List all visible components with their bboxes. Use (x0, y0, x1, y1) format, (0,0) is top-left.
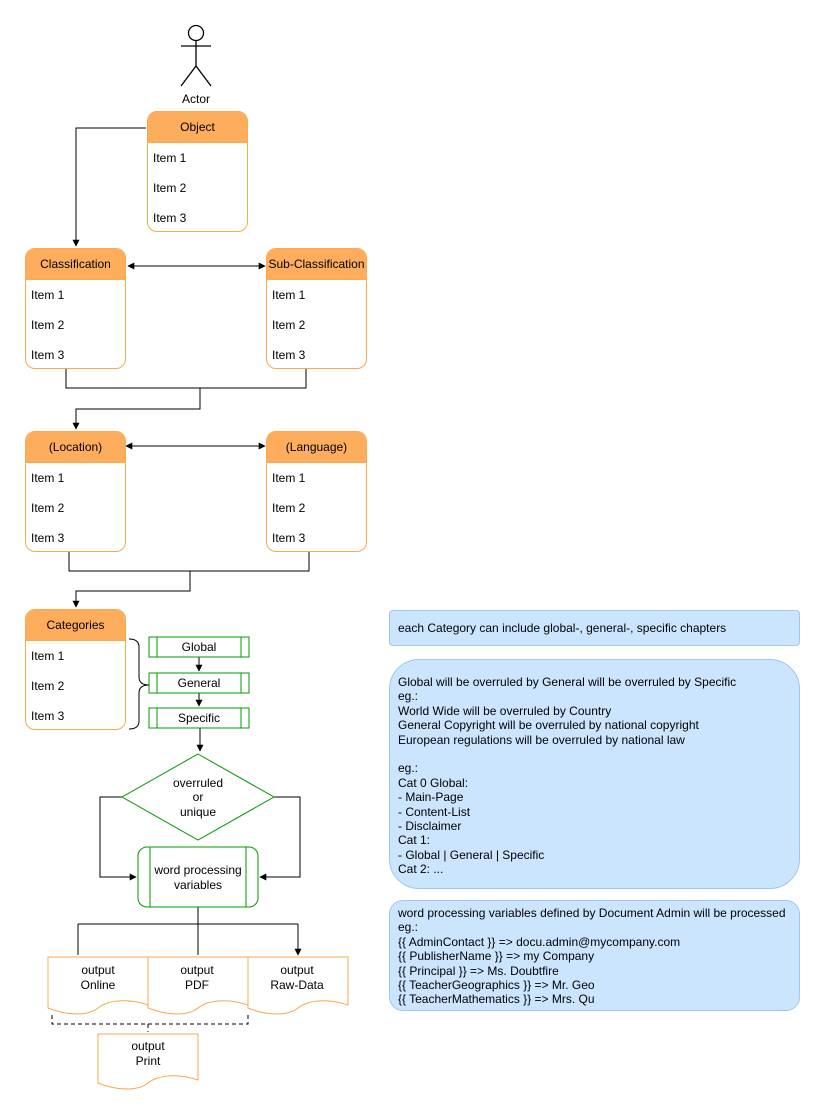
actor-figure (180, 24, 212, 87)
connector-classification-merge (65, 369, 307, 389)
svg-text:unique: unique (180, 805, 216, 819)
note-category-chapters: each Category can include global-, gener… (389, 610, 800, 646)
connector-object-classification (72, 127, 146, 247)
svg-text:Online: Online (81, 978, 116, 992)
connector-outputs-print (51, 1015, 249, 1032)
connector-decision-right (259, 796, 301, 881)
entity-language-item-3: Item 3 (272, 531, 306, 545)
svg-text:variables: variables (174, 878, 222, 892)
entity-categories-item-2: Item 2 (31, 679, 65, 693)
output-raw-data: output Raw-Data (247, 956, 349, 1015)
decision-overruled-unique: overruled or unique (120, 753, 276, 841)
process-specific: Specific (148, 707, 250, 729)
svg-text:overruled: overruled (173, 776, 223, 790)
svg-text:PDF: PDF (185, 978, 209, 992)
entity-language-item-2: Item 2 (272, 501, 306, 515)
svg-text:or: or (193, 790, 204, 804)
entity-language-item-1: Item 1 (272, 471, 306, 485)
entity-location-item-3: Item 3 (31, 531, 65, 545)
process-word-processing-variables: word processing variables (137, 846, 259, 908)
connector-merge-location (72, 388, 201, 430)
svg-text:output: output (81, 963, 115, 977)
entity-classification-item-3: Item 3 (31, 348, 65, 362)
entity-sub-classification-item-3: Item 3 (272, 348, 306, 362)
connector-merge-categories (72, 571, 191, 608)
entity-categories-item-3: Item 3 (31, 709, 65, 723)
entity-classification-item-2: Item 2 (31, 318, 65, 332)
entity-object: Object Item 1 Item 2 Item 3 (147, 111, 248, 232)
entity-language-title: (Language) (267, 432, 366, 463)
entity-location-item-1: Item 1 (31, 471, 65, 485)
svg-text:word processing: word processing (153, 863, 241, 877)
svg-text:output: output (131, 1039, 165, 1053)
entity-sub-classification-item-1: Item 1 (272, 288, 306, 302)
svg-text:Global: Global (182, 640, 217, 654)
svg-text:Specific: Specific (178, 711, 220, 725)
entity-object-item-2: Item 2 (153, 181, 187, 195)
svg-text:output: output (280, 963, 314, 977)
process-global: Global (148, 636, 250, 658)
output-pdf: output PDF (147, 956, 249, 1015)
entity-object-title: Object (148, 112, 247, 143)
actor-label: Actor (182, 92, 210, 106)
connector-decision-left (99, 796, 137, 881)
svg-text:Raw-Data: Raw-Data (270, 978, 324, 992)
entity-sub-classification-item-2: Item 2 (272, 318, 306, 332)
entity-sub-classification-title: Sub-Classification (267, 249, 366, 280)
note-word-processing-variables: word processing variables defined by Doc… (389, 900, 800, 1011)
entity-classification-title: Classification (26, 249, 125, 280)
entity-categories-item-1: Item 1 (31, 649, 65, 663)
connectors (51, 127, 310, 1032)
entity-object-item-1: Item 1 (153, 151, 187, 165)
process-general: General (148, 672, 250, 694)
entity-categories: Categories Item 1 Item 2 Item 3 (25, 609, 126, 730)
entity-location-item-2: Item 2 (31, 501, 65, 515)
note-overrule-rules: Global will be overruled by General will… (389, 659, 800, 889)
entity-object-item-3: Item 3 (153, 211, 187, 225)
entity-location-title: (Location) (26, 432, 125, 463)
categories-brace (128, 638, 150, 730)
connector-location-merge (68, 551, 310, 572)
connector-variables-outputs (77, 907, 298, 955)
svg-text:General: General (178, 676, 221, 690)
entity-sub-classification: Sub-Classification Item 1 Item 2 Item 3 (266, 248, 367, 369)
entity-classification: Classification Item 1 Item 2 Item 3 (25, 248, 126, 369)
output-online: output Online (47, 956, 149, 1015)
output-print: output Print (97, 1033, 199, 1090)
entity-categories-title: Categories (26, 610, 125, 641)
entity-classification-item-1: Item 1 (31, 288, 65, 302)
entity-location: (Location) Item 1 Item 2 Item 3 (25, 431, 126, 552)
svg-text:Print: Print (136, 1054, 161, 1068)
entity-language: (Language) Item 1 Item 2 Item 3 (266, 431, 367, 552)
svg-text:output: output (180, 963, 214, 977)
